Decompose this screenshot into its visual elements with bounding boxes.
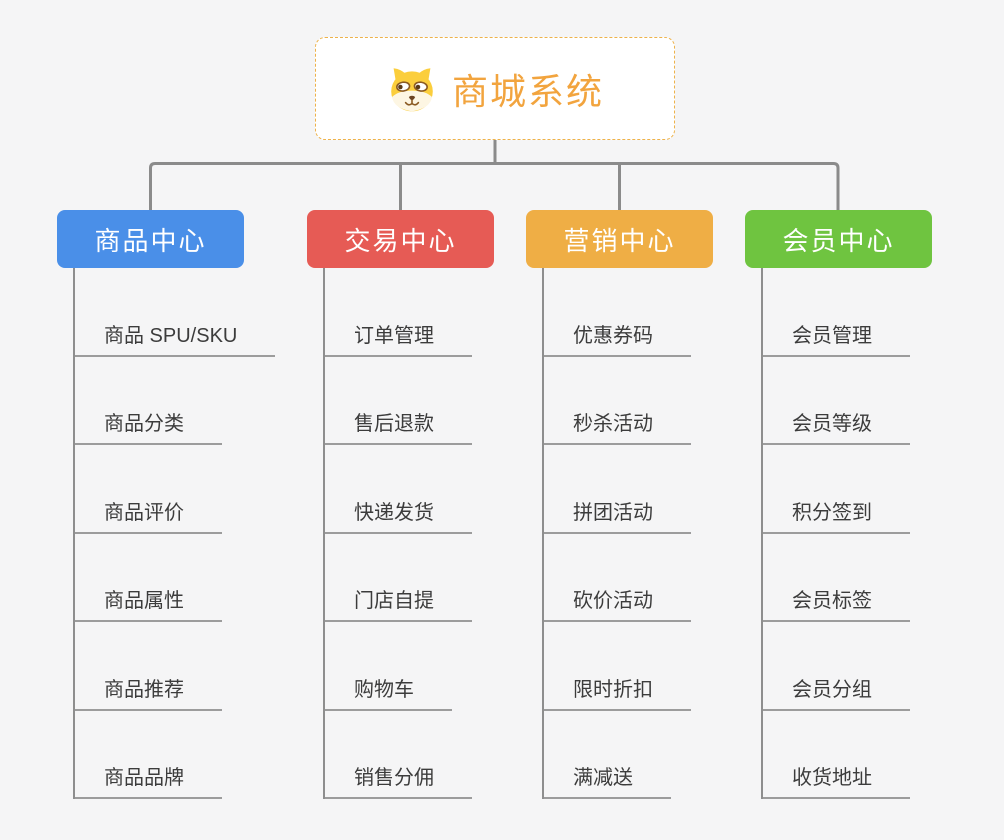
item-label: 商品分类 (75, 413, 222, 445)
list-item[interactable]: 商品属性 (75, 534, 275, 622)
branch-items: 订单管理售后退款快递发货门店自提购物车销售分佣 (323, 268, 472, 799)
list-item[interactable]: 订单管理 (325, 268, 472, 357)
root-title: 商城系统 (451, 70, 604, 112)
item-label: 商品品牌 (75, 767, 222, 799)
list-item[interactable]: 优惠券码 (544, 268, 691, 357)
item-label: 限时折扣 (544, 679, 691, 711)
list-item[interactable]: 拼团活动 (544, 445, 691, 534)
item-label: 商品属性 (75, 590, 222, 622)
list-item[interactable]: 秒杀活动 (544, 357, 691, 445)
item-label: 售后退款 (325, 413, 472, 445)
item-label: 收货地址 (763, 767, 910, 799)
branch-column: 商品中心商品 SPU/SKU 商品分类商品评价商品属性商品推荐商品品牌 (57, 210, 276, 799)
branch-items: 会员管理会员等级积分签到会员标签会员分组收货地址 (761, 268, 910, 799)
list-item[interactable]: 商品评价 (75, 445, 275, 534)
list-item[interactable]: 会员管理 (763, 268, 910, 357)
list-item[interactable]: 收货地址 (763, 711, 910, 799)
item-label: 优惠券码 (544, 325, 691, 357)
item-label: 砍价活动 (544, 590, 691, 622)
list-item[interactable]: 销售分佣 (325, 711, 472, 799)
item-label: 积分签到 (763, 502, 910, 534)
item-label: 商品评价 (75, 502, 222, 534)
dog-face-icon (391, 67, 433, 111)
branch-column: 营销中心优惠券码秒杀活动拼团活动砍价活动限时折扣满减送 (526, 210, 713, 799)
item-label: 商品 SPU/SKU (75, 325, 276, 357)
branch-label: 营销中心 (563, 225, 676, 256)
item-label: 拼团活动 (544, 502, 691, 534)
branch-items: 商品 SPU/SKU 商品分类商品评价商品属性商品推荐商品品牌 (73, 268, 276, 799)
list-item[interactable]: 门店自提 (325, 534, 472, 622)
list-item[interactable]: 售后退款 (325, 357, 472, 445)
branch-node[interactable]: 商品中心 (57, 210, 244, 268)
branch-label: 商品中心 (94, 225, 207, 256)
item-label: 秒杀活动 (544, 413, 691, 445)
branch-column: 会员中心会员管理会员等级积分签到会员标签会员分组收货地址 (745, 210, 932, 799)
item-label: 商品推荐 (75, 679, 222, 711)
list-item[interactable]: 购物车 (325, 622, 472, 711)
list-item[interactable]: 商品分类 (75, 357, 275, 445)
branch-label: 会员中心 (782, 225, 895, 256)
branch-node[interactable]: 交易中心 (307, 210, 494, 268)
item-label: 满减送 (544, 767, 671, 799)
list-item[interactable]: 商品推荐 (75, 622, 275, 711)
branch-node[interactable]: 营销中心 (526, 210, 713, 268)
root-node-mall-system[interactable]: 商城系统 (315, 37, 675, 140)
list-item[interactable]: 满减送 (544, 711, 691, 799)
item-label: 销售分佣 (325, 767, 472, 799)
item-label: 购物车 (325, 679, 452, 711)
list-item[interactable]: 会员等级 (763, 357, 910, 445)
branch-items: 优惠券码秒杀活动拼团活动砍价活动限时折扣满减送 (542, 268, 691, 799)
branch-node[interactable]: 会员中心 (745, 210, 932, 268)
branch-column: 交易中心订单管理售后退款快递发货门店自提购物车销售分佣 (307, 210, 494, 799)
item-label: 快递发货 (325, 502, 472, 534)
list-item[interactable]: 砍价活动 (544, 534, 691, 622)
list-item[interactable]: 积分签到 (763, 445, 910, 534)
list-item[interactable]: 会员标签 (763, 534, 910, 622)
item-label: 会员标签 (763, 590, 910, 622)
branch-label: 交易中心 (344, 225, 457, 256)
list-item[interactable]: 快递发货 (325, 445, 472, 534)
item-label: 门店自提 (325, 590, 472, 622)
list-item[interactable]: 商品品牌 (75, 711, 275, 799)
list-item[interactable]: 商品 SPU/SKU (75, 268, 276, 357)
list-item[interactable]: 会员分组 (763, 622, 910, 711)
list-item[interactable]: 限时折扣 (544, 622, 691, 711)
item-label: 订单管理 (325, 325, 472, 357)
item-label: 会员管理 (763, 325, 910, 357)
item-label: 会员等级 (763, 413, 910, 445)
item-label: 会员分组 (763, 679, 910, 711)
